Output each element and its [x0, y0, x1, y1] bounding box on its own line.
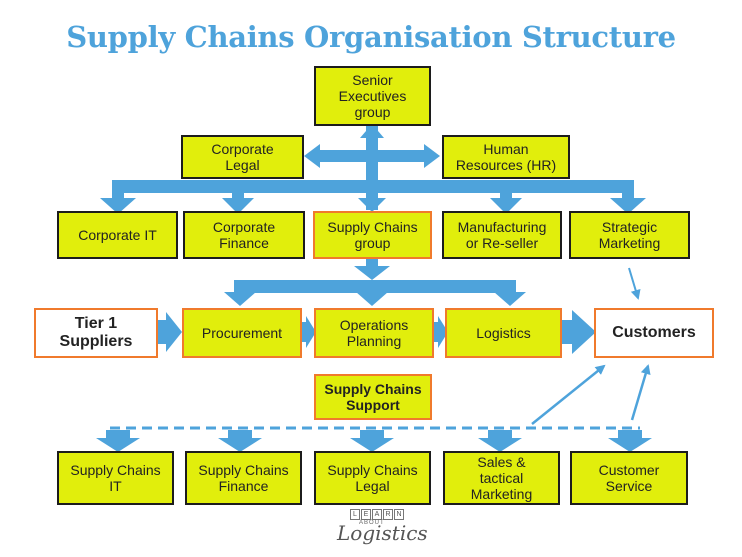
sc-finance-box: Supply Chains Finance — [185, 451, 302, 505]
customers-label: Customers — [612, 323, 696, 341]
sc-legal-box: Supply Chains Legal — [314, 451, 431, 505]
logo-initial: L — [337, 521, 351, 545]
operations-planning-label: Operations Planning — [339, 316, 409, 349]
sc-it-box: Supply Chains IT — [57, 451, 174, 505]
sc-finance-label: Supply Chains Finance — [198, 461, 289, 494]
logo-about: ABOUT — [359, 520, 385, 526]
trunk-arrow-head — [358, 198, 386, 212]
flow-arrow-3 — [434, 316, 448, 348]
logo-letter: A — [372, 509, 382, 520]
marketing-to-customers-arrow — [628, 267, 641, 300]
service-to-customers-arrow — [630, 364, 651, 421]
supply-chains-group-box: Supply Chains group — [313, 211, 432, 259]
legal-hr-arrow — [318, 150, 426, 162]
logo-letter: R — [383, 509, 393, 520]
logo-letter: N — [394, 509, 404, 520]
trunk-arrow-top — [360, 124, 384, 138]
logo-letter: L — [350, 509, 360, 520]
senior-executives-label: Senior Executives group — [338, 71, 407, 121]
supply-chains-support-box: Supply Chains Support — [314, 374, 432, 420]
tier1-suppliers-label: Tier 1 Suppliers — [59, 314, 133, 350]
flow-arrow-1 — [158, 312, 182, 352]
manufacturing-box: Manufacturing or Re-seller — [442, 211, 562, 259]
logistics-box: Logistics — [445, 308, 562, 358]
flow-arrow-2 — [302, 316, 316, 348]
manufacturing-label: Manufacturing or Re-seller — [457, 218, 547, 251]
operations-planning-box: Operations Planning — [314, 308, 434, 358]
sales-marketing-label: Sales & tactical Marketing — [470, 453, 533, 503]
procurement-label: Procurement — [201, 324, 283, 341]
logo-letter: E — [361, 509, 371, 520]
sales-marketing-box: Sales & tactical Marketing — [443, 451, 560, 505]
strategic-marketing-box: Strategic Marketing — [569, 211, 690, 259]
logistics-label: Logistics — [476, 324, 531, 341]
logo-word: Logistics — [337, 521, 428, 545]
logo-word-rest: ogistics — [350, 521, 428, 545]
corporate-it-label: Corporate IT — [78, 226, 157, 243]
corporate-finance-label: Corporate Finance — [212, 218, 276, 251]
strategic-marketing-label: Strategic Marketing — [598, 218, 661, 251]
learn-about-logistics-logo: L E A R N ABOUT Logistics — [323, 509, 428, 549]
customers-box: Customers — [594, 308, 714, 358]
procurement-box: Procurement — [182, 308, 302, 358]
supply-chains-group-label: Supply Chains group — [327, 218, 418, 251]
sc-legal-label: Supply Chains Legal — [327, 461, 418, 494]
corporate-it-box: Corporate IT — [57, 211, 178, 259]
corporate-finance-box: Corporate Finance — [183, 211, 305, 259]
corporate-legal-box: Corporate Legal — [181, 135, 304, 179]
page-title: Supply Chains Organisation Structure — [66, 20, 676, 54]
tier1-suppliers-box: Tier 1 Suppliers — [34, 308, 158, 358]
supply-chains-support-label: Supply Chains Support — [324, 380, 422, 413]
logo-letter-cells: L E A R N — [350, 509, 404, 520]
sc-it-label: Supply Chains IT — [70, 461, 161, 494]
flow-arrow-4 — [562, 310, 596, 354]
customer-service-box: Customer Service — [570, 451, 688, 505]
sales-to-customers-arrow — [531, 364, 606, 425]
customer-service-label: Customer Service — [598, 461, 660, 494]
human-resources-box: Human Resources (HR) — [442, 135, 570, 179]
senior-executives-box: Senior Executives group — [314, 66, 431, 126]
corporate-distribution-bar — [112, 180, 634, 193]
corporate-legal-label: Corporate Legal — [211, 140, 274, 173]
human-resources-label: Human Resources (HR) — [455, 140, 557, 173]
